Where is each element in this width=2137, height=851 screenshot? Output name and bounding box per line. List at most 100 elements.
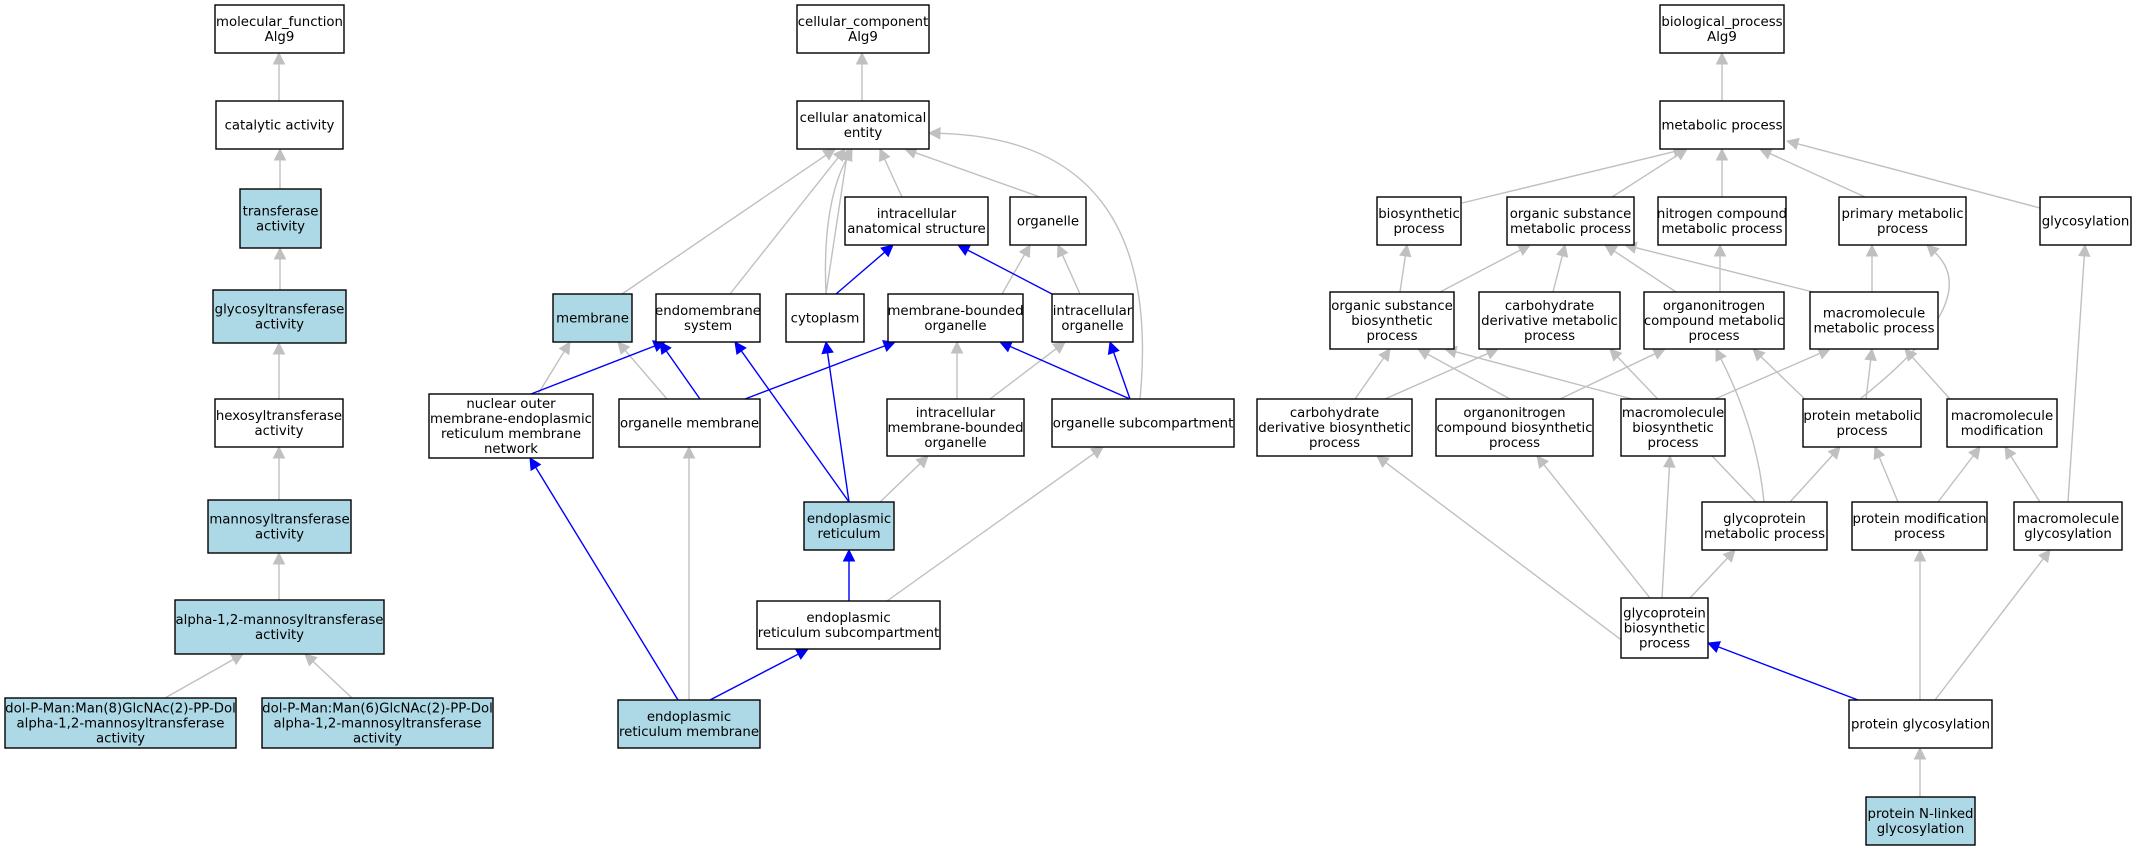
edge-arrowhead [1089, 446, 1104, 459]
node-label-line: membrane-bounded [887, 304, 1023, 319]
edge-nomer-to-membrane [537, 341, 571, 395]
node-box [886, 398, 1025, 457]
edge-gpmp-to-protmp [1789, 446, 1841, 503]
edge-pglyc-to-mglyc [1934, 549, 2051, 701]
node-label-line: activity [96, 732, 145, 747]
edge-arrowhead [855, 51, 869, 65]
edge-arrowhead [879, 147, 891, 163]
go-term-node-catalytic[interactable]: catalytic activity [215, 100, 344, 150]
edge-cdbp-to-cdmp [1384, 347, 1500, 400]
edge-imbo-to-mbo [950, 340, 964, 399]
edge-line [1934, 558, 2044, 701]
node-label-line: derivative metabolic [1481, 314, 1618, 329]
edge-arrowhead [272, 445, 286, 459]
edge-arrowhead [880, 244, 894, 258]
go-term-node-dol8[interactable]: dol-P-Man:Man(8)GlcNAc(2)-PP-Dolalpha-1,… [4, 697, 237, 749]
edge-arrowhead [1376, 455, 1390, 468]
go-term-node-metab[interactable]: metabolic process [1659, 100, 1785, 150]
go-term-node-dol6[interactable]: dol-P-Man:Man(6)GlcNAc(2)-PP-Dolalpha-1,… [261, 697, 494, 749]
edge-arrowhead [304, 653, 318, 667]
edge-arrowhead [529, 457, 542, 472]
edge-protmp-to-oncmp [1752, 348, 1811, 405]
edge-line [621, 154, 827, 295]
node-label-line: membrane-bounded [887, 421, 1023, 436]
edge-arrowhead [1865, 243, 1879, 257]
node-box [618, 398, 761, 448]
node-label-line: glycosylation [2042, 215, 2130, 230]
edge-line [709, 653, 799, 701]
node-label-line: entity [844, 126, 883, 141]
edge-line [1769, 152, 1866, 198]
edge-arrowhead [1706, 641, 1721, 653]
edge-arrowhead [2077, 243, 2091, 257]
edge-arrowhead [682, 445, 696, 459]
go-term-node-membrane[interactable]: membrane [552, 293, 633, 343]
edge-osbp-to-biosyn [1399, 243, 1412, 293]
node-box [239, 188, 322, 249]
edge-line [1797, 143, 2041, 209]
node-box [214, 4, 345, 54]
go-term-node-osub[interactable]: organelle subcompartment [1051, 398, 1235, 448]
edge-arrowhead [273, 246, 287, 260]
go-term-node-cytoplasm[interactable]: cytoplasm [785, 293, 865, 343]
edge-line [1354, 357, 1385, 400]
edge-osmp-to-metab [1611, 148, 1688, 198]
node-box [215, 100, 344, 150]
edge-arrowhead [950, 340, 964, 354]
node-label-line: reticulum membrane [441, 427, 581, 442]
go-term-node-glyc[interactable]: glycosylation [2039, 196, 2132, 246]
go-term-node-om[interactable]: organelle membrane [618, 398, 761, 448]
node-label-line: reticulum [817, 527, 880, 542]
node-label-line: alpha-1,2-mannosyltransferase [176, 613, 384, 628]
edge-arrowhead [841, 148, 853, 163]
node-label-line: organelle [924, 319, 986, 334]
go-term-node-pglyc[interactable]: protein glycosylation [1848, 699, 1993, 749]
go-term-node-nomer[interactable]: nuclear outermembrane-endoplasmicreticul… [428, 393, 594, 459]
node-box [796, 4, 930, 54]
node-label-line: activity [255, 528, 304, 543]
edge-arrowhead [1713, 243, 1727, 257]
edge-arrowhead [1556, 243, 1569, 258]
node-box [1838, 196, 1967, 246]
node-box [1506, 196, 1635, 246]
edge-protmp-to-mmp [1864, 347, 1877, 400]
go-term-node-organelle[interactable]: organelle [1009, 196, 1087, 246]
edge-dol8-to-alpha12 [164, 653, 244, 699]
node-label-line: derivative biosynthetic [1258, 421, 1411, 436]
